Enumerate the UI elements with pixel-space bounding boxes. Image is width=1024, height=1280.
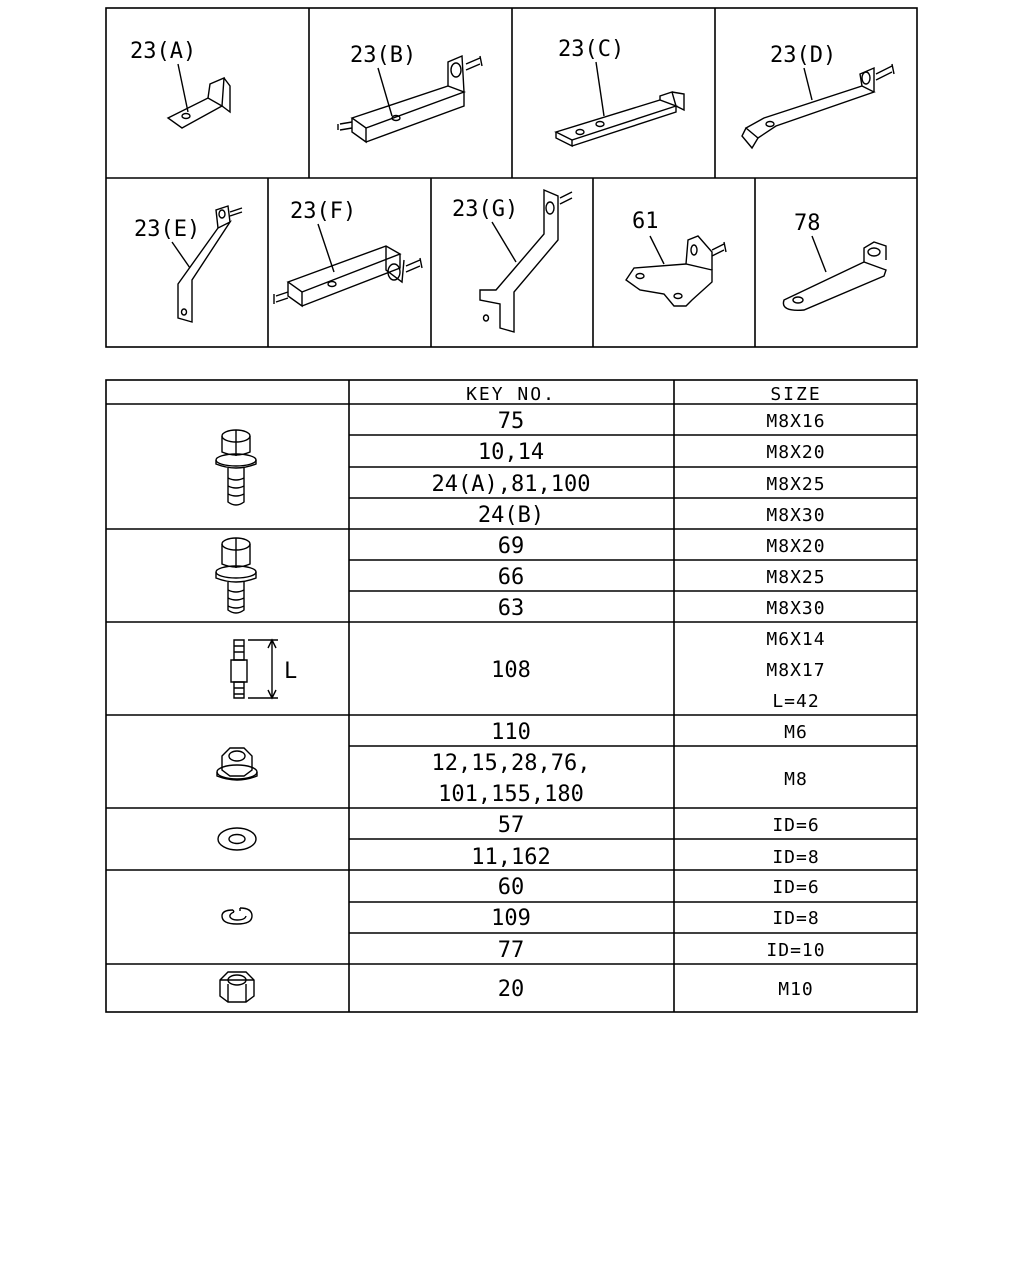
part-23g: 23(G) xyxy=(452,188,573,333)
key-cell: 20 xyxy=(498,977,525,1002)
bracket-78-drawing xyxy=(782,235,887,311)
bracket-f-drawing xyxy=(273,223,423,308)
part-label: 23(D) xyxy=(770,43,836,68)
part-23f: 23(F) xyxy=(273,199,423,308)
part-78: 78 xyxy=(782,211,887,311)
part-label: 23(A) xyxy=(130,39,196,64)
size-cell: M8X17 xyxy=(766,660,825,681)
key-cell: 60 xyxy=(498,875,525,900)
key-cell: 75 xyxy=(498,409,525,434)
bracket-d-drawing xyxy=(741,63,895,150)
spring-washer-icon xyxy=(221,907,253,925)
bracket-a-drawing xyxy=(166,63,231,129)
size-cell: L=42 xyxy=(772,691,819,712)
fastener-table xyxy=(105,379,918,1013)
bracket-b-drawing xyxy=(337,54,483,144)
hex-nut-icon xyxy=(219,971,255,1003)
flange-bolt-icon xyxy=(215,429,257,506)
size-cell: M8X30 xyxy=(766,505,825,526)
part-label: 78 xyxy=(794,211,821,236)
key-cell: 69 xyxy=(498,534,525,559)
size-cell: M8X25 xyxy=(766,474,825,495)
part-23c: 23(C) xyxy=(554,37,685,148)
key-cell: 101,155,180 xyxy=(438,782,584,807)
bracket-e-drawing xyxy=(171,205,243,323)
bracket-g-drawing xyxy=(479,188,573,333)
size-cell: M8X20 xyxy=(766,536,825,557)
size-cell: M6X14 xyxy=(766,629,825,650)
key-cell: 10,14 xyxy=(478,440,544,465)
size-cell: ID=6 xyxy=(772,877,819,898)
size-cell: M8X16 xyxy=(766,411,825,432)
part-label: 23(E) xyxy=(134,217,200,242)
key-cell: 109 xyxy=(491,906,531,931)
bracket-61-drawing xyxy=(625,235,727,307)
flat-washer-icon xyxy=(217,827,257,851)
part-23d: 23(D) xyxy=(741,43,895,150)
key-cell: 12,15,28,76, xyxy=(432,751,591,776)
key-cell: 11,162 xyxy=(471,845,550,870)
stud-length-label: L xyxy=(284,659,297,684)
size-cell: ID=8 xyxy=(772,847,819,868)
size-cell: ID=10 xyxy=(766,940,825,961)
part-23b: 23(B) xyxy=(337,43,483,144)
part-label: 23(F) xyxy=(290,199,356,224)
size-cell: M8X30 xyxy=(766,598,825,619)
size-cell: M10 xyxy=(778,979,814,1000)
size-cell: M8X20 xyxy=(766,442,825,463)
key-cell: 63 xyxy=(498,596,525,621)
part-label: 23(C) xyxy=(558,37,624,62)
bracket-c-drawing xyxy=(554,61,685,148)
key-cell: 77 xyxy=(498,938,525,963)
part-label: 23(B) xyxy=(350,43,416,68)
key-cell: 24(A),81,100 xyxy=(432,472,591,497)
key-cell: 57 xyxy=(498,813,525,838)
header-size: SIZE xyxy=(770,384,821,405)
part-23a: 23(A) xyxy=(130,39,231,129)
part-61: 61 xyxy=(625,209,727,307)
key-cell: 108 xyxy=(491,658,531,683)
part-23e: 23(E) xyxy=(134,205,243,323)
parts-grid xyxy=(105,7,918,348)
key-cell: 24(B) xyxy=(478,503,544,528)
size-cell: ID=8 xyxy=(772,908,819,929)
flange-nut-icon xyxy=(216,747,258,781)
size-cell: M8X25 xyxy=(766,567,825,588)
size-cell: M8 xyxy=(784,769,808,790)
size-cell: ID=6 xyxy=(772,815,819,836)
stud-bolt-icon xyxy=(230,638,278,700)
header-key-no: KEY NO. xyxy=(466,384,556,405)
part-label: 61 xyxy=(632,209,659,234)
part-label: 23(G) xyxy=(452,197,518,222)
size-cell: M6 xyxy=(784,722,808,743)
washer-bolt-icon xyxy=(215,537,257,614)
key-cell: 66 xyxy=(498,565,525,590)
key-cell: 110 xyxy=(491,720,531,745)
